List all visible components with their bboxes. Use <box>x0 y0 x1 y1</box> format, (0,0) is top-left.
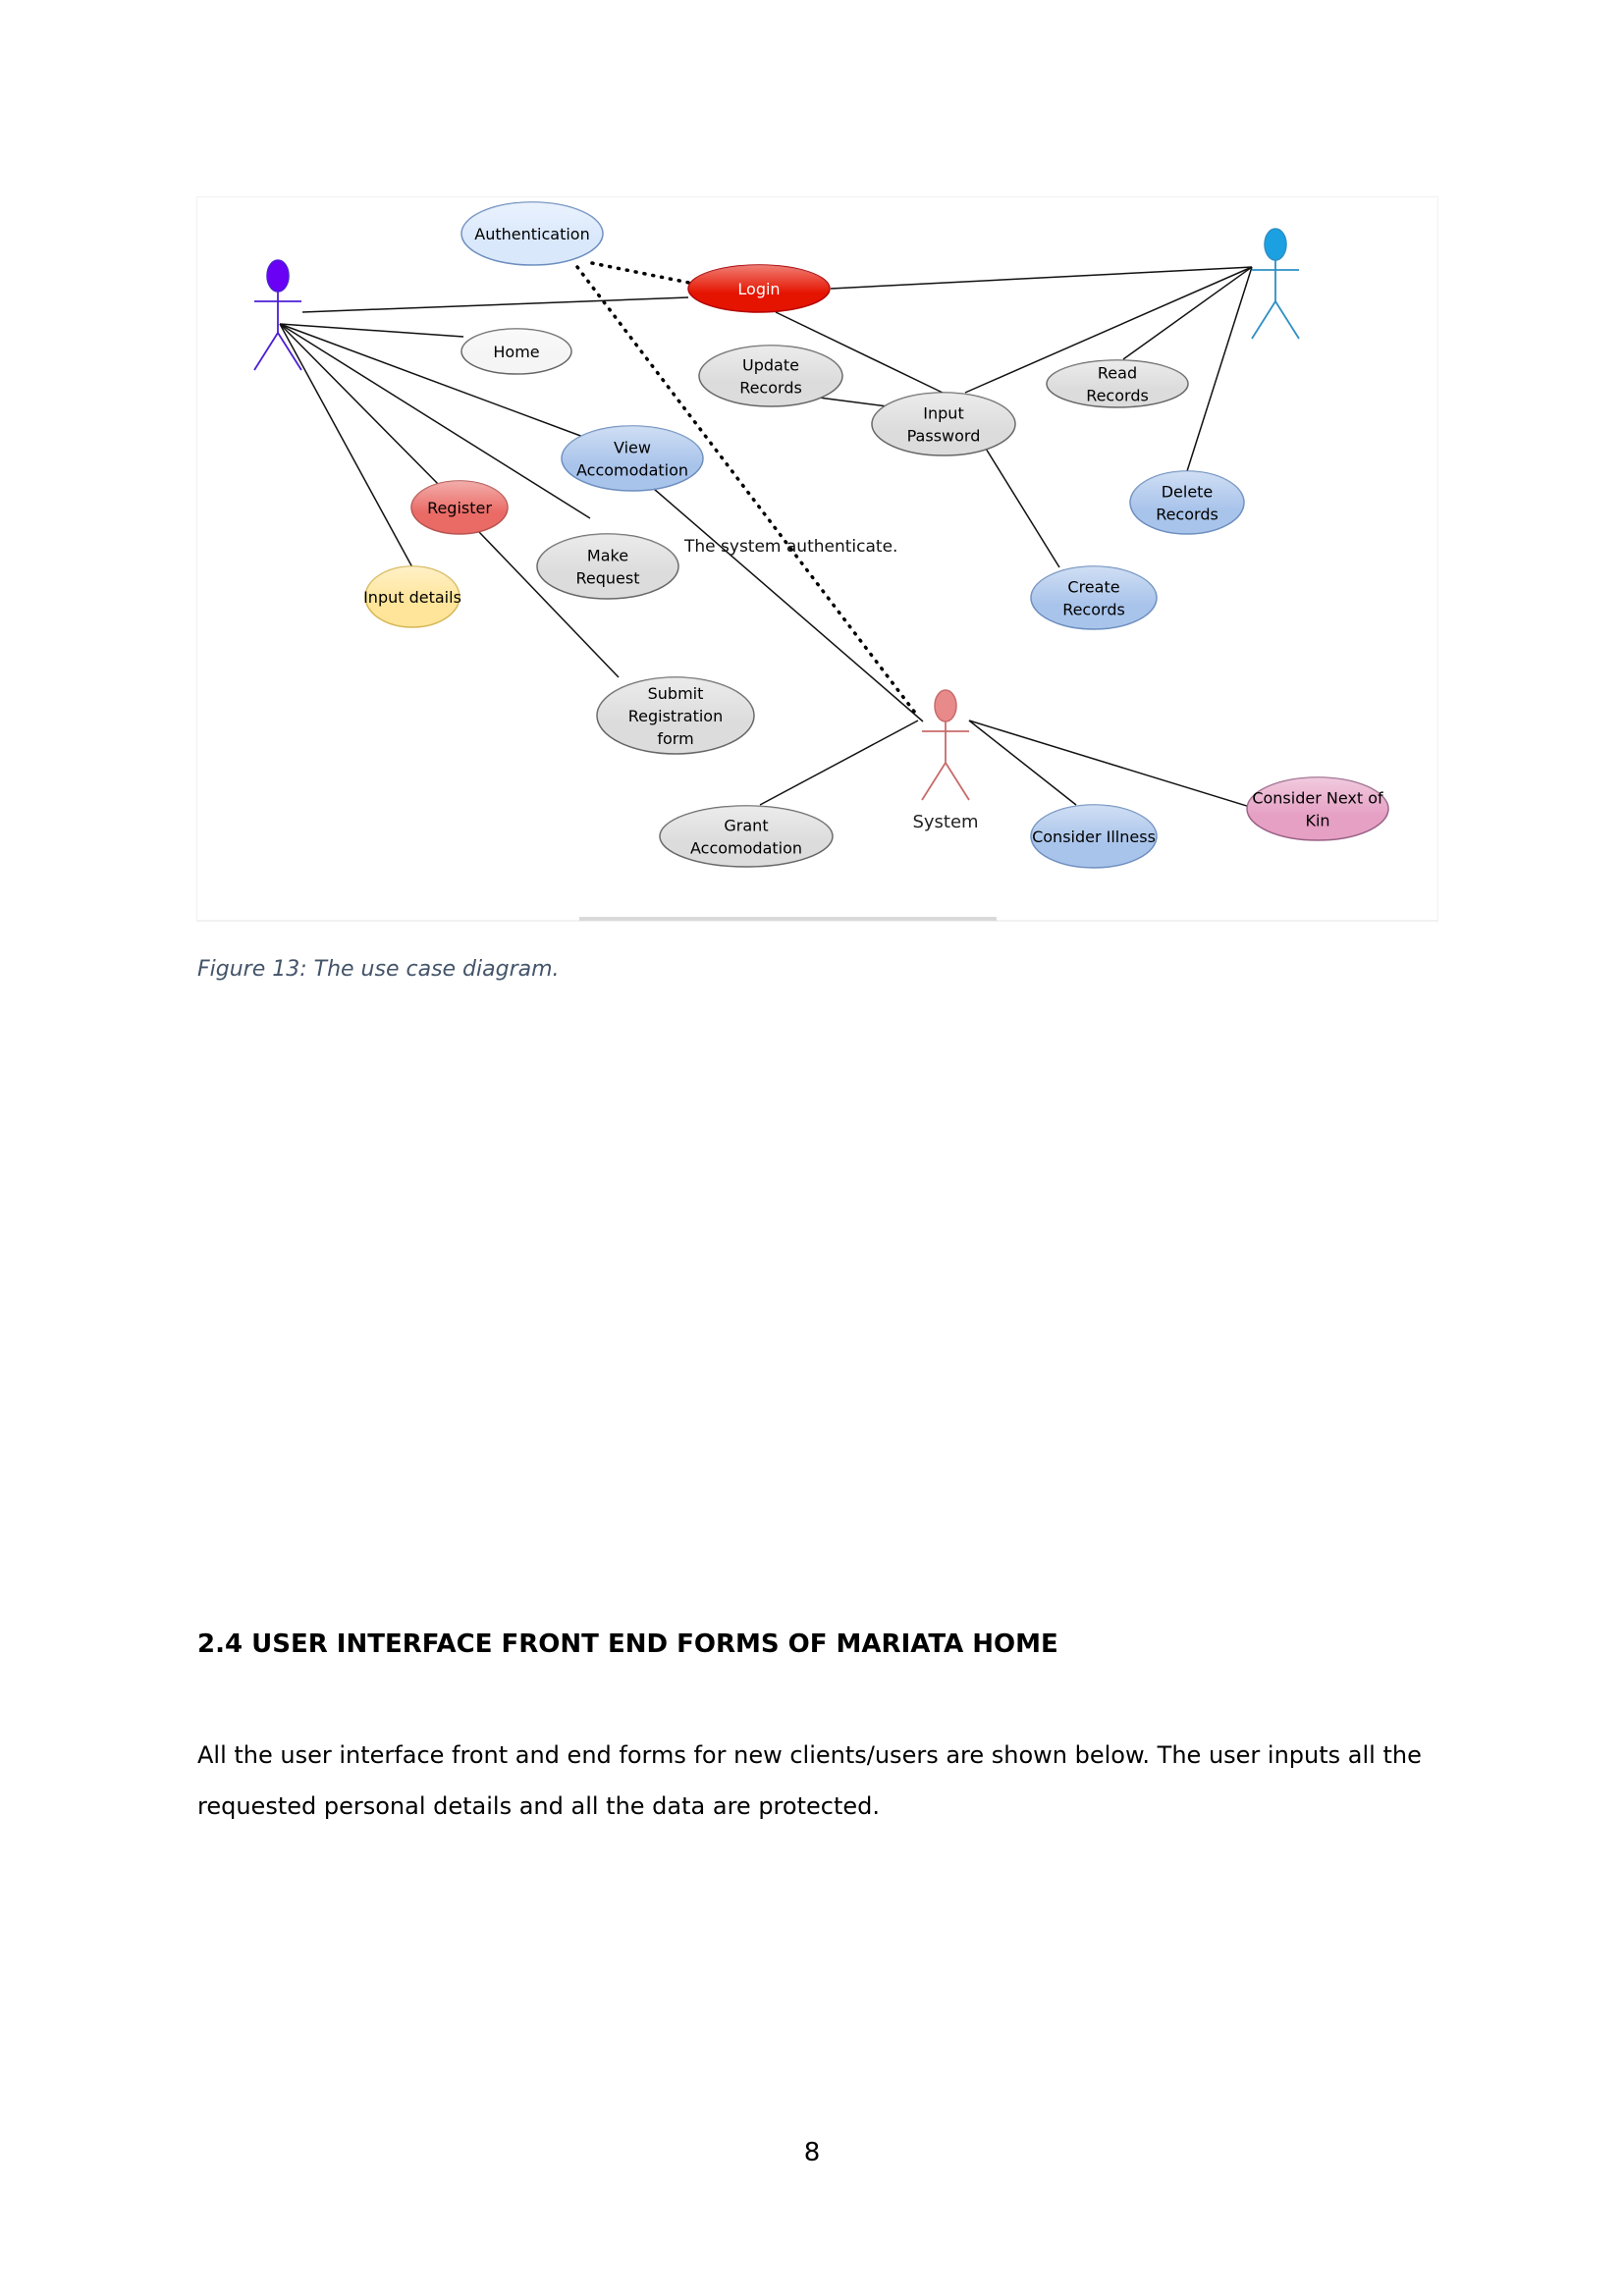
actor-left-leg <box>253 332 279 371</box>
use-case-highlight <box>461 202 603 265</box>
use-case-label: Accomodation <box>690 839 802 858</box>
use-case-label: View <box>614 439 651 457</box>
use-case-label: Consider Illness <box>1032 828 1156 846</box>
use-case-label: Grant <box>724 817 768 835</box>
use-case-highlight <box>562 426 703 491</box>
association-line <box>830 266 1253 290</box>
use-case-label: Register <box>427 499 492 517</box>
use-case-label: Records <box>1062 601 1125 619</box>
association-line <box>279 323 413 568</box>
association-line <box>818 397 889 407</box>
use-case-label: Consider Next of <box>1252 789 1383 808</box>
association-line <box>775 311 944 394</box>
use-case-label: Records <box>739 379 802 398</box>
association-line <box>653 488 924 722</box>
use-case-label: Delete <box>1162 483 1214 502</box>
actor-left-leg <box>921 762 947 801</box>
use-case-highlight <box>699 346 842 406</box>
actor-user <box>253 259 302 371</box>
section-body-text: All the user interface front and end for… <box>197 1741 1422 1820</box>
use-case-label: Registration <box>628 707 723 725</box>
use-case-label: Home <box>493 343 539 361</box>
use-case-highlight <box>872 393 1015 455</box>
use-case-diagram: SystemAuthenticationLoginHomeUpdateRecor… <box>196 196 1438 922</box>
use-case-label: Authentication <box>474 225 589 243</box>
actor-admin <box>1251 228 1300 340</box>
association-line <box>478 531 620 678</box>
association-line <box>279 323 464 338</box>
association-line <box>279 323 591 519</box>
use-case-home: Home <box>460 328 572 375</box>
use-case-label: Make <box>587 547 628 565</box>
actor-head <box>934 689 957 722</box>
association-line <box>964 266 1253 394</box>
use-case-label: Kin <box>1305 812 1329 830</box>
association-line <box>1186 266 1253 472</box>
actor-system: System <box>912 689 979 832</box>
use-case-highlight <box>1247 777 1388 840</box>
use-case-highlight <box>365 566 460 627</box>
use-case-highlight <box>660 806 833 867</box>
actor-head <box>266 259 290 293</box>
diagram-frame <box>196 196 1438 922</box>
use-case-label: Records <box>1156 506 1218 524</box>
association-line <box>982 443 1060 568</box>
figure-caption: Figure 13: The use case diagram. <box>197 957 560 982</box>
use-case-input-details: Input details <box>363 565 461 628</box>
use-case-highlight <box>1130 471 1244 534</box>
use-case-highlight <box>537 534 678 599</box>
use-case-highlight <box>411 481 508 534</box>
actor-left-leg <box>1251 300 1276 340</box>
authentication-login-dependency <box>590 261 691 285</box>
use-case-login: Login <box>687 264 831 313</box>
use-case-highlight <box>461 329 571 374</box>
use-case-highlight <box>1031 566 1157 629</box>
use-case-label: Records <box>1086 387 1149 405</box>
use-case-highlight <box>688 265 830 312</box>
use-case-consider-illness: Consider Illness <box>1030 804 1158 869</box>
use-case-label: Read <box>1098 364 1137 383</box>
association-line <box>759 720 919 806</box>
use-case-label: Request <box>576 569 640 588</box>
use-case-label: Login <box>737 280 780 298</box>
use-case-label: Update <box>742 356 799 375</box>
use-case-label: Create <box>1067 578 1119 597</box>
use-case-label: Password <box>907 427 981 446</box>
association-line <box>279 323 584 438</box>
use-case-highlight <box>1047 360 1188 407</box>
association-line <box>968 720 1251 808</box>
page-number: 8 <box>803 2138 821 2167</box>
use-case-highlight <box>597 677 754 754</box>
association-line <box>968 720 1077 806</box>
authentication-system-dependency <box>575 265 920 719</box>
use-case-consider-next-of-kin: Consider Next of Kin <box>1246 776 1389 841</box>
association-line <box>1122 266 1253 360</box>
actor-right-leg <box>277 332 302 371</box>
use-case-label: Submit <box>648 684 704 703</box>
use-case-label: form <box>657 729 693 748</box>
system-authenticate-note: The system authenticate. <box>683 537 897 557</box>
use-case-authentication: Authentication <box>460 201 604 266</box>
association-line <box>301 296 689 313</box>
actor-label: System <box>912 812 978 832</box>
actor-head <box>1264 228 1287 261</box>
association-line <box>279 323 447 493</box>
section-heading: 2.4 USER INTERFACE FRONT END FORMS OF MA… <box>197 1629 1058 1659</box>
use-case-highlight <box>1031 805 1157 868</box>
use-case-label: Input details <box>363 588 461 607</box>
use-case-register: Register <box>410 480 509 535</box>
use-case-label: Accomodation <box>576 461 688 480</box>
use-case-label: Input <box>923 404 963 423</box>
actor-right-leg <box>1274 300 1300 340</box>
actor-right-leg <box>945 762 970 801</box>
